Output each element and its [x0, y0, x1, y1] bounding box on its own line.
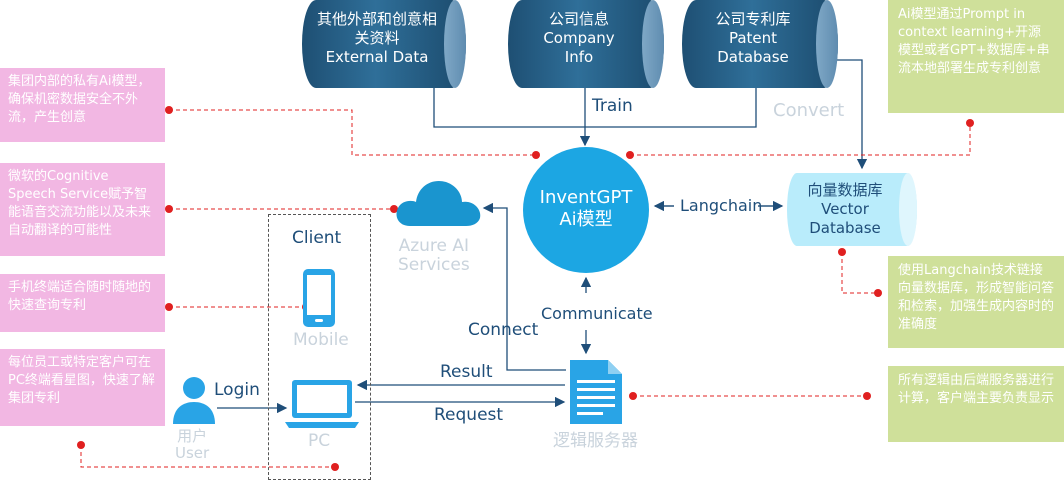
company-info-line2: Company [543, 29, 615, 47]
login-label: Login [214, 380, 260, 400]
user-label: 用户 User [175, 428, 209, 462]
vector-db-line1: 向量数据库 [807, 181, 883, 199]
connect-line [482, 202, 566, 371]
patent-db-line3: Database [717, 48, 789, 66]
server-label: 逻辑服务器 [553, 431, 638, 451]
langchain-label: Langchain [680, 196, 763, 215]
company-info-line3: Info [564, 48, 594, 66]
result-label: Result [440, 362, 493, 382]
document-icon [570, 360, 622, 424]
communicate-label: Communicate [541, 304, 653, 323]
mobile-label: Mobile [293, 330, 349, 350]
user-label-line2: User [175, 444, 210, 462]
vector-db-line3: Database [809, 219, 881, 237]
client-group [268, 214, 371, 480]
patent-db-line1: 公司专利库 [715, 10, 791, 28]
note-server: 所有逻辑由后端服务器进行计算，客户端主要负责显示 [888, 366, 1064, 442]
train-line [433, 80, 757, 128]
user-label-line1: 用户 [177, 427, 208, 445]
connect-label: Connect [468, 320, 539, 340]
request-label: Request [434, 405, 504, 425]
cloud-icon [396, 180, 481, 226]
convert-arrow [836, 59, 868, 170]
external-data-db: 其他外部和创意相 关资料 External Data [302, 0, 466, 88]
note-prompt-learning: Ai模型通过Prompt in context learning+开源模型或者G… [888, 0, 1064, 113]
convert-label: Convert [773, 100, 845, 121]
callout-dots [77, 106, 974, 471]
note-langchain: 使用Langchain技术链接向量数据库，形成智能问答和检索，加强生成内容时的准… [888, 256, 1064, 348]
inventgpt-line2: Ai模型 [559, 209, 613, 230]
inventgpt-model: InventGPT Ai模型 [523, 147, 649, 273]
note-mobile: 手机终端适合随时随地的快速查询专利 [0, 274, 165, 332]
azure-label: Azure AI Services [398, 237, 470, 275]
note-pc: 每位员工或特定客户可在PC终端看星图，快速了解集团专利 [0, 349, 165, 426]
patent-db-line2: Patent [728, 29, 778, 47]
laptop-icon [285, 380, 359, 428]
note-private-model: 集团内部的私有Ai模型，确保机密数据安全不外流，产生创意 [0, 68, 165, 142]
pc-label: PC [308, 431, 331, 451]
note-speech-service: 微软的Cognitive Speech Service赋予智能语音交流功能以及未… [0, 163, 165, 256]
company-info-line1: 公司信息 [548, 10, 609, 28]
azure-label-line2: Services [398, 255, 470, 275]
vector-database: 向量数据库 Vector Database [787, 173, 917, 246]
mobile-icon [303, 269, 335, 327]
user-icon [173, 377, 215, 424]
company-info-db: 公司信息 Company Info [508, 0, 664, 88]
client-label: Client [292, 228, 342, 248]
azure-label-line1: Azure AI [398, 236, 470, 256]
external-data-line3: External Data [325, 48, 429, 66]
inventgpt-line1: InventGPT [539, 187, 633, 208]
callout-lines [80, 109, 971, 468]
external-data-line2: 关资料 [354, 29, 400, 47]
external-data-line1: 其他外部和创意相 [316, 10, 437, 28]
train-label: Train [592, 96, 633, 116]
patent-db: 公司专利库 Patent Database [682, 0, 838, 88]
vector-db-line2: Vector [821, 200, 869, 218]
